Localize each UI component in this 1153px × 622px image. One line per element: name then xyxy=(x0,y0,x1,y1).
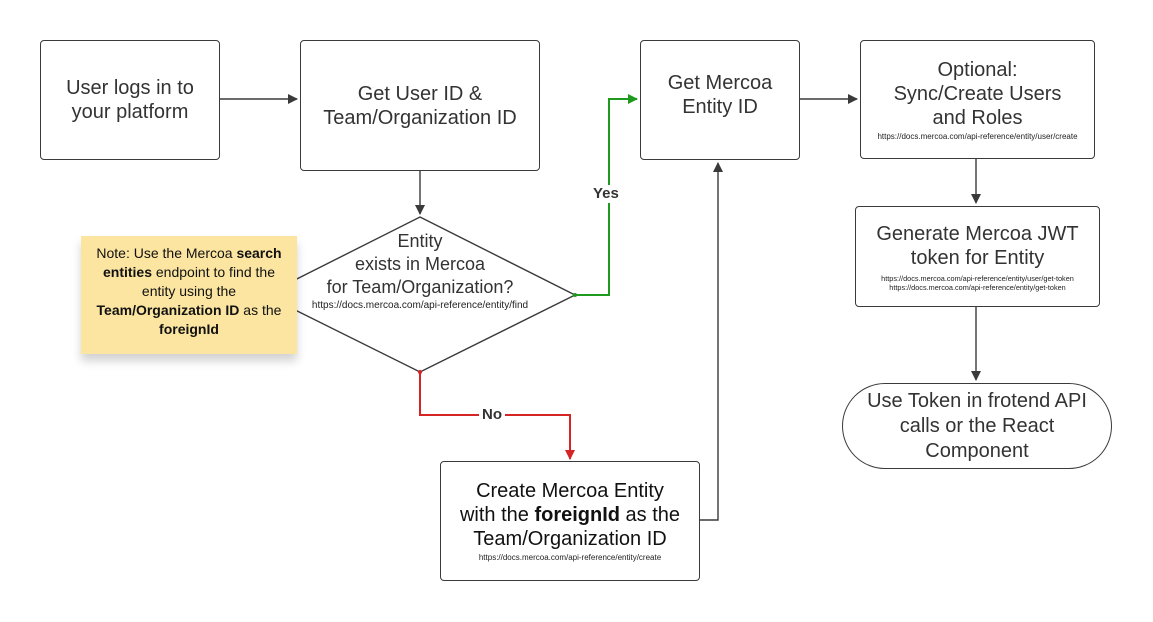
sync-url: https://docs.mercoa.com/api-reference/en… xyxy=(877,131,1078,141)
note-text-1: Note: Use the Mercoa xyxy=(96,245,237,261)
jwt-line-1: Generate Mercoa JWT xyxy=(876,222,1079,245)
create-line-2-pre: with the xyxy=(459,504,535,526)
node-get-entity-id-text: Get Mercoa Entity ID xyxy=(667,72,773,118)
decision-content: Entity exists in Mercoa for Team/Organiz… xyxy=(280,230,560,312)
note-text-2: endpoint to find the entity using the xyxy=(141,264,275,299)
sync-line-3: and Roles xyxy=(932,106,1023,129)
create-line-2-bold: foreignId xyxy=(534,504,620,526)
note-bold-2: Team/Organization ID xyxy=(96,302,240,318)
decision-line-2: exists in Mercoa xyxy=(354,254,486,274)
create-line-2-post: as the xyxy=(619,504,681,526)
decision-line-3: for Team/Organization? xyxy=(326,277,514,297)
node-user-logs-in: User logs in to your platform xyxy=(40,40,220,160)
jwt-line-2: token for Entity xyxy=(910,246,1045,269)
sync-line-1: Optional: xyxy=(937,58,1018,81)
create-line-3: Team/Organization ID xyxy=(473,528,667,550)
sync-line-2: Sync/Create Users xyxy=(893,82,1062,105)
create-line-2: with the foreignId as the xyxy=(460,503,680,527)
edge-yes-label: Yes xyxy=(590,185,622,203)
note-bold-1: search entities xyxy=(102,245,282,280)
edge-create-to-get-entity xyxy=(700,162,723,521)
node-user-logs-in-text: User logs in to your platform xyxy=(66,77,194,123)
note-sticky: Note: Use the Mercoa search entities end… xyxy=(81,236,297,354)
note-text-3: as the xyxy=(239,302,282,318)
create-url: https://docs.mercoa.com/api-reference/en… xyxy=(478,553,662,562)
node-use-token: Use Token in frotend API calls or the Re… xyxy=(842,383,1112,469)
decision-url: https://docs.mercoa.com/api-reference/en… xyxy=(311,300,529,311)
node-get-ids-text: Get User ID & Team/Organization ID xyxy=(323,82,517,129)
node-create-entity: Create Mercoa Entity with the foreignId … xyxy=(440,461,700,581)
node-use-token-text: Use Token in frotend API calls or the Re… xyxy=(867,389,1087,462)
jwt-url-2: https://docs.mercoa.com/api-reference/en… xyxy=(889,282,1066,292)
create-line-1: Create Mercoa Entity xyxy=(476,480,664,502)
decision-line-1: Entity xyxy=(397,231,443,251)
edge-no-start-dot xyxy=(418,370,422,374)
node-optional-sync: Optional: Sync/Create Users and Roles ht… xyxy=(860,40,1095,159)
node-get-entity-id: Get Mercoa Entity ID xyxy=(640,40,800,160)
node-generate-jwt: Generate Mercoa JWT token for Entity htt… xyxy=(855,206,1100,307)
edge-yes-start-dot xyxy=(573,293,577,297)
node-get-ids: Get User ID & Team/Organization ID xyxy=(300,40,540,171)
jwt-url-1: https://docs.mercoa.com/api-reference/en… xyxy=(881,273,1074,283)
edge-no-label: No xyxy=(479,406,505,424)
note-bold-3: foreignId xyxy=(159,321,219,337)
